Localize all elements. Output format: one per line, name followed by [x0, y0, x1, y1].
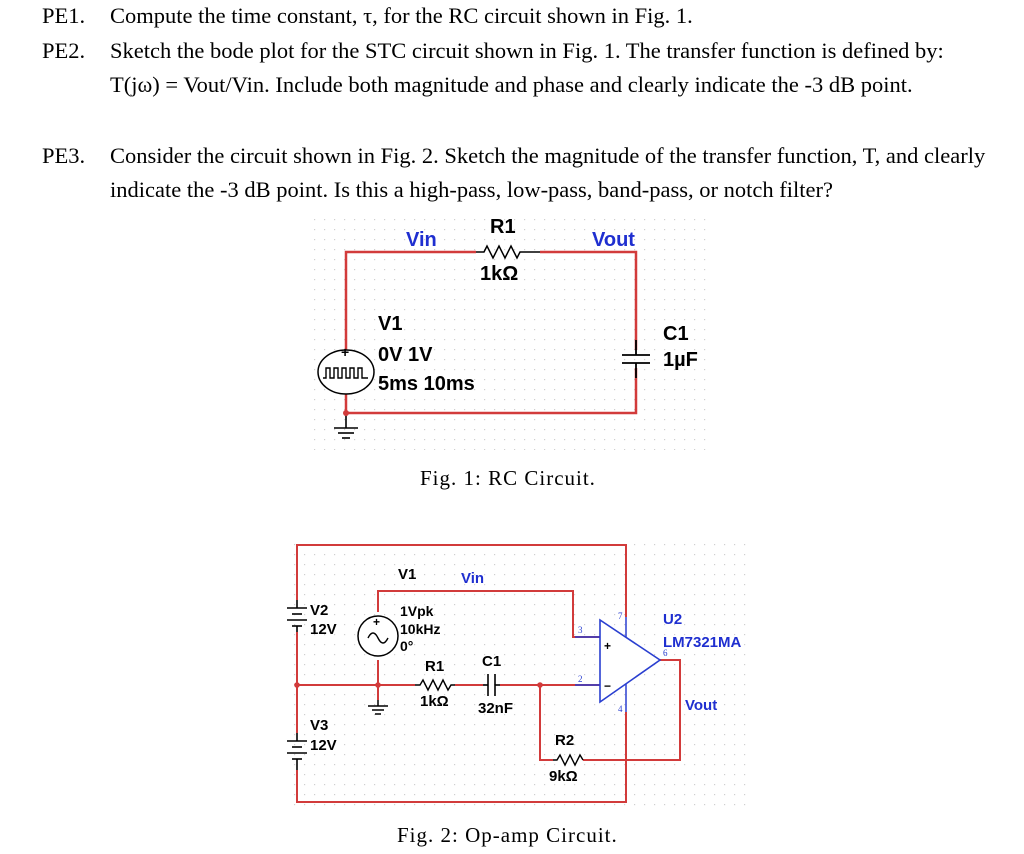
battery-v3-symbol — [287, 733, 307, 770]
net-label-vout: Vout — [592, 229, 635, 251]
junction-dot — [537, 682, 543, 688]
wire-feedback — [583, 659, 681, 761]
v1-timing: 5ms 10ms — [378, 373, 475, 395]
wire-to-r2 — [539, 685, 553, 761]
c1-name: C1 — [663, 323, 689, 345]
problem-number: PE3. — [42, 143, 86, 168]
u2-name: U2 — [663, 611, 682, 628]
source-polarity-plus: + — [341, 344, 349, 360]
problem-text: Compute the time constant, τ, for the RC… — [110, 3, 693, 28]
figure-2-caption: Fig. 2: Op-amp Circuit. — [397, 823, 618, 847]
c1-value: 1µF — [663, 349, 698, 371]
v1-name: V1 — [378, 313, 402, 335]
opamp-u2-symbol — [575, 617, 662, 712]
noninverting-input-plus: + — [604, 639, 611, 653]
c1-value: 32nF — [478, 700, 513, 717]
problem-number: PE1. — [42, 3, 86, 28]
resistor-r1-symbol — [415, 678, 455, 692]
wire-vout — [540, 250, 638, 350]
figure-1-caption: Fig. 1: RC Circuit. — [420, 466, 596, 490]
problem-text: Sketch the bode plot for the STC circuit… — [110, 38, 944, 97]
capacitor-c1-symbol — [622, 340, 650, 378]
resistor-r2-symbol — [553, 753, 584, 767]
net-label-vin: Vin — [461, 570, 484, 587]
capacitor-c1-symbol — [483, 674, 500, 696]
v1-name: V1 — [398, 566, 416, 583]
r1-value: 1kΩ — [420, 693, 449, 710]
wire-vminus-supply — [296, 712, 627, 803]
wire-ground-return — [344, 368, 638, 415]
ac-source-v1-symbol — [357, 615, 399, 657]
v1-levels: 0V 1V — [378, 344, 433, 366]
r1-name: R1 — [425, 658, 444, 675]
v3-value: 12V — [310, 737, 337, 754]
v1-amplitude: 1Vpk — [400, 603, 434, 619]
v1-frequency: 10kHz — [400, 621, 440, 637]
wires — [344, 250, 638, 415]
pin-6-label: 6 — [663, 648, 668, 658]
schematic-grid — [290, 540, 750, 810]
r2-name: R2 — [555, 732, 574, 749]
v3-name: V3 — [310, 717, 328, 734]
resistor-r1-symbol — [476, 244, 540, 260]
schematic-grid — [310, 215, 710, 450]
r1-name: R1 — [490, 216, 516, 238]
battery-v2-symbol — [287, 600, 307, 632]
v2-name: V2 — [310, 602, 328, 619]
junction-dot — [294, 682, 300, 688]
source-polarity-plus: + — [373, 615, 380, 629]
inverting-input-minus: − — [604, 679, 611, 693]
problem-number: PE2. — [42, 38, 86, 63]
u2-part: LM7321MA — [663, 634, 742, 651]
v1-phase: 0° — [400, 638, 413, 654]
junction-dot — [375, 682, 381, 688]
problem-text: Consider the circuit shown in Fig. 2. Sk… — [110, 143, 986, 202]
pin-3-label: 3 — [578, 625, 583, 635]
clock-source-v1-symbol — [317, 349, 375, 395]
pin-4-label: 4 — [618, 704, 623, 714]
junction-dot — [343, 410, 349, 416]
pin-2-label: 2 — [578, 674, 583, 684]
c1-name: C1 — [482, 653, 501, 670]
wire-vin — [344, 250, 476, 350]
v2-value: 12V — [310, 621, 337, 638]
net-label-vin: Vin — [406, 229, 437, 251]
pin-7-label: 7 — [618, 611, 623, 621]
r2-value: 9kΩ — [549, 768, 578, 785]
r1-value: 1kΩ — [480, 263, 518, 285]
ground-symbol — [368, 700, 388, 715]
net-label-vout: Vout — [685, 697, 717, 714]
wire-vplus-supply — [296, 544, 627, 617]
